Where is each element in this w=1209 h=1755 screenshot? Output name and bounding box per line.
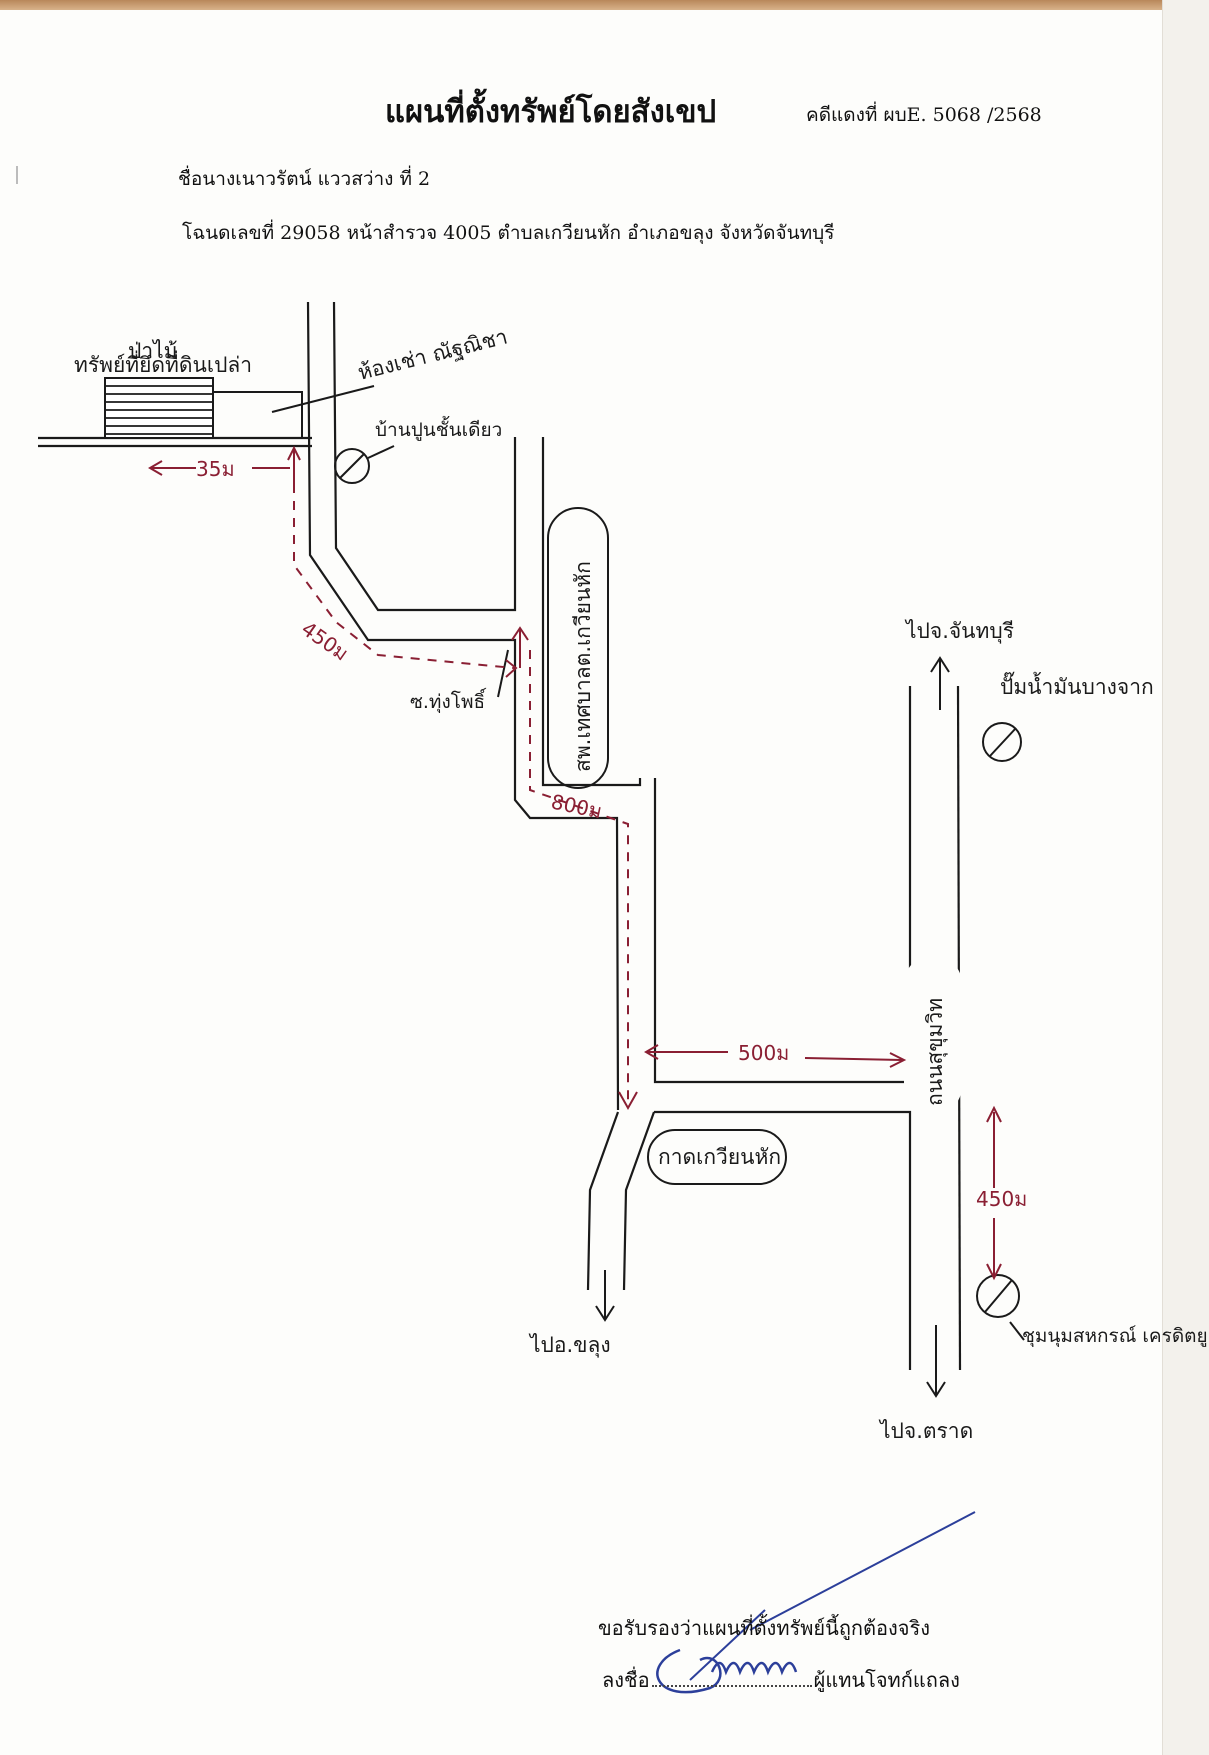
- route-path: [293, 450, 638, 1111]
- dimension-markers: [148, 445, 1002, 1281]
- road-to-khlung-left: [586, 1111, 620, 1291]
- school-label-bubble: [547, 507, 609, 789]
- distance-label-450m-right: 450ม: [976, 1187, 1027, 1211]
- property-parcel: [38, 377, 312, 448]
- distance-label-450m-route: 450ม: [297, 616, 353, 665]
- to-trat-label: ไปจ.ตราด: [878, 1419, 973, 1443]
- house-label: บ้านปูนชั้นเดียว: [375, 416, 502, 441]
- landmark-markers: [334, 448, 1022, 1318]
- property-label: ทรัพย์ที่ยึดที่ดินเปล่า: [74, 350, 252, 377]
- deed-line: โฉนดเลขที่ 29058 หน้าสำรวจ 4005 ตำบลเกวี…: [182, 222, 835, 244]
- property-top-label: ป่าไม้: [128, 339, 178, 363]
- sign-prefix: ลงชื่อ: [602, 1668, 650, 1692]
- market-label-bubble: [647, 1129, 787, 1185]
- page-edge: [1162, 0, 1209, 1755]
- to-chanthaburi-label: ไปจ.จันทบุรี: [904, 619, 1014, 644]
- owner-line: ชื่อนางเนาวรัตน์ แววสว่าง ที่ 2: [178, 168, 431, 190]
- top-edge-band: [0, 0, 1209, 10]
- signature-line: [651, 1671, 812, 1687]
- gas-station-label: ปั๊มน้ำมันบางจาก: [1000, 671, 1154, 699]
- signature-row: ลงชื่อ ผู้แทนโจทก์แถลง: [602, 1664, 960, 1696]
- market-label: กาดเกวียนหัก: [658, 1145, 781, 1169]
- main-road-label: ถนนสุขุมวิท: [923, 998, 948, 1106]
- certification-statement: ขอรับรองว่าแผนที่ตั้งทรัพย์นี้ถูกต้องจริ…: [598, 1616, 931, 1640]
- road-to-khlung-right: [622, 1111, 656, 1291]
- pointer-lines: [271, 385, 1025, 1341]
- direction-arrows: [595, 656, 950, 1398]
- sign-suffix: ผู้แทนโจทก์แถลง: [813, 1668, 960, 1692]
- connector-upper: [653, 778, 910, 1084]
- to-khlung-label: ไปอ.ขลุง: [528, 1333, 611, 1358]
- signature-mark: [656, 1511, 976, 1694]
- soi-label: ซ.ทุ่งโพธิ์: [410, 687, 487, 714]
- school-label: สพ.เทศบาลต.เกวียนหัก: [571, 561, 595, 772]
- soi-road-left-edge: [306, 301, 620, 1111]
- roads: [306, 301, 962, 1371]
- hole-punch-mark: [16, 166, 18, 184]
- case-number: คดีแดงที่ ผบE. 5068 /2568: [806, 104, 1042, 126]
- rental-room-label: ห้องเช่า ณัฐณิชา: [355, 324, 509, 384]
- document-title: แผนที่ตั้งทรัพย์โดยสังเขป: [385, 94, 717, 130]
- community-label: ชุมนุมสหกรณ์ เครดิตยูเนี่ยนฯ: [1022, 1322, 1209, 1348]
- community-label-text: ชุมนุมสหกรณ์ เครดิตยูเนี่ยนฯ: [1022, 1322, 1209, 1348]
- connector-lower: [654, 1110, 912, 1370]
- distance-label-500m: 500ม: [738, 1041, 789, 1065]
- distance-label-35m: 35ม: [196, 457, 235, 481]
